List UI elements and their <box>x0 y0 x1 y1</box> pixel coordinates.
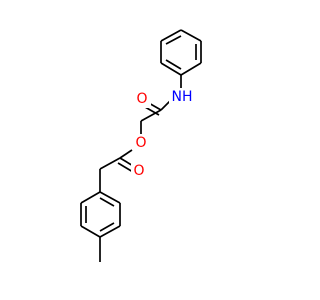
bond-phenyl-1 <box>160 29 182 42</box>
bond-amide-c-ch2 <box>140 109 162 122</box>
bond-phenyl-4 <box>180 62 202 76</box>
bond-phenyl-inner-1 <box>165 35 182 45</box>
bond-amide-c-o-inner <box>144 106 160 116</box>
label-background-amide-oxygen <box>135 90 151 108</box>
bond-phenyl-inner-3 <box>165 59 182 70</box>
label-background-ester-oxygen <box>133 134 149 152</box>
ester-carbonyl-oxygen-label: O <box>133 163 144 179</box>
bond-tolyl-1 <box>80 191 101 204</box>
bond-tolyl-4 <box>99 225 121 238</box>
bond-tolyl-inner-2 <box>99 222 115 232</box>
bond-phenyl-5 <box>160 62 182 76</box>
structure-canvas: O NH O O <box>80 29 202 262</box>
label-background-amide-nitrogen <box>169 88 195 106</box>
ester-oxygen-label: O <box>135 135 146 151</box>
bond-ester-c-ch2 <box>99 157 121 170</box>
bond-tolyl-6 <box>99 191 121 204</box>
bond-tolyl-3 <box>80 225 101 238</box>
amide-nitrogen-label: NH <box>172 89 193 105</box>
bond-tolyl-inner-3 <box>99 197 115 207</box>
amide-oxygen-label: O <box>136 91 147 107</box>
bond-ester-oxygen-carbonyl <box>119 149 133 159</box>
bond-ester-c-o-inner <box>117 162 134 173</box>
label-background-ester-carbonyl-oxygen <box>131 162 147 180</box>
bond-phenyl-2 <box>180 29 202 42</box>
molecule-diagram: O NH O O <box>80 29 202 262</box>
